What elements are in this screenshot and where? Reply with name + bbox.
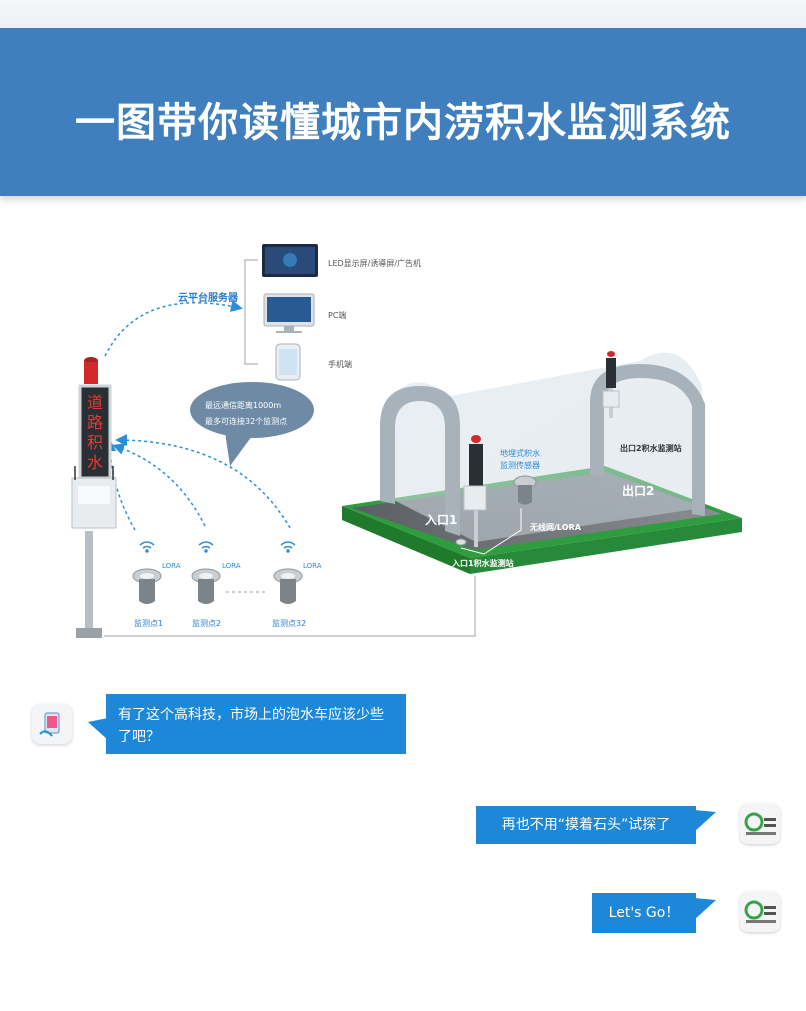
chat-answer-1-text: 再也不用“摸着石头”试探了: [501, 817, 671, 833]
chat-avatar-brand: [740, 804, 780, 844]
bubble-tail-a2: [694, 898, 716, 920]
wifi-icon: [198, 541, 214, 553]
monitor-point-label-32: 监测点32: [272, 618, 306, 628]
range-note-balloon: [190, 382, 314, 466]
monitor-point-label-1: 监测点1: [134, 618, 163, 628]
range-note-line2: 最多可连接32个监测点: [205, 416, 287, 426]
device-label-led: LED显示屏/诱導屏/广告机: [328, 258, 421, 268]
led-char-2: 路: [87, 413, 103, 432]
entrance1-station-label: 入口1积水监测站: [451, 558, 514, 568]
brand-logo-icon: [744, 812, 776, 835]
chat-question-text: 有了这个高科技，市场上的泡水车应该少些了吧？: [118, 707, 384, 745]
led-screen-icon: [262, 244, 318, 277]
pc-monitor-icon: [263, 293, 315, 333]
connector-line: [104, 576, 476, 637]
monitoring-pole: [71, 357, 117, 638]
system-diagram: 云平台服务器 LED显示屏/诱導屏/广告机 PC端 手机端 最远通信距离1000…: [71, 244, 742, 638]
chat-answer-2-text: Let's Go！: [608, 905, 680, 921]
chat-avatar-brand: [740, 892, 780, 932]
lora-label-2: LORA: [222, 562, 241, 570]
cloud-server-label: 云平台服务器: [178, 291, 239, 304]
lora-label-1: LORA: [162, 562, 181, 570]
tunnel-scene: [342, 351, 742, 574]
wireless-label: 无线网/LORA: [529, 522, 582, 532]
tablet-icon: [39, 712, 60, 737]
top-strip: [0, 0, 806, 28]
sensor-32-icon: [273, 568, 303, 604]
sensor-1-icon: [132, 568, 162, 604]
ground-sensor-label-2: 监测传感器: [500, 460, 540, 470]
page-title: 一图带你读懂城市内涝积水监测系统: [75, 100, 731, 146]
range-note-line1: 最远通信距离1000m: [205, 400, 281, 410]
link-arrow-32: [115, 434, 291, 529]
led-char-4: 水: [87, 453, 103, 472]
title-banner: 一图带你读懂城市内涝积水监测系统: [0, 28, 806, 196]
exit2-label: 出口2: [622, 483, 654, 498]
brand-logo-icon: [744, 900, 776, 923]
sensor-2-icon: [191, 568, 221, 604]
phone-icon: [275, 343, 301, 381]
lora-label-32: LORA: [303, 562, 322, 570]
wifi-icon: [280, 541, 296, 553]
led-char-3: 积: [87, 433, 103, 452]
entrance1-label: 入口1: [425, 513, 457, 527]
bubble-tail-a1: [694, 810, 716, 832]
device-label-pc: PC端: [328, 310, 346, 320]
bubble-tail-q1: [88, 718, 108, 740]
device-bracket: [244, 259, 258, 365]
led-char-1: 道: [87, 393, 103, 412]
chat-bubble-answer-2: Let's Go！: [592, 893, 696, 933]
ground-sensor-label-1: 地埋式积水: [500, 448, 540, 458]
link-arrow-2: [112, 443, 206, 527]
monitor-point-label-2: 监测点2: [192, 618, 221, 628]
wifi-icon: [139, 541, 155, 553]
exit2-station-label: 出口2积水监测站: [620, 443, 682, 453]
chat-bubble-question: 有了这个高科技，市场上的泡水车应该少些了吧？: [106, 694, 406, 754]
device-label-phone: 手机端: [328, 359, 352, 369]
chat-avatar-user: [32, 704, 72, 744]
chat-bubble-answer-1: 再也不用“摸着石头”试探了: [476, 806, 696, 844]
link-arrow-to-cloud: [104, 300, 243, 357]
